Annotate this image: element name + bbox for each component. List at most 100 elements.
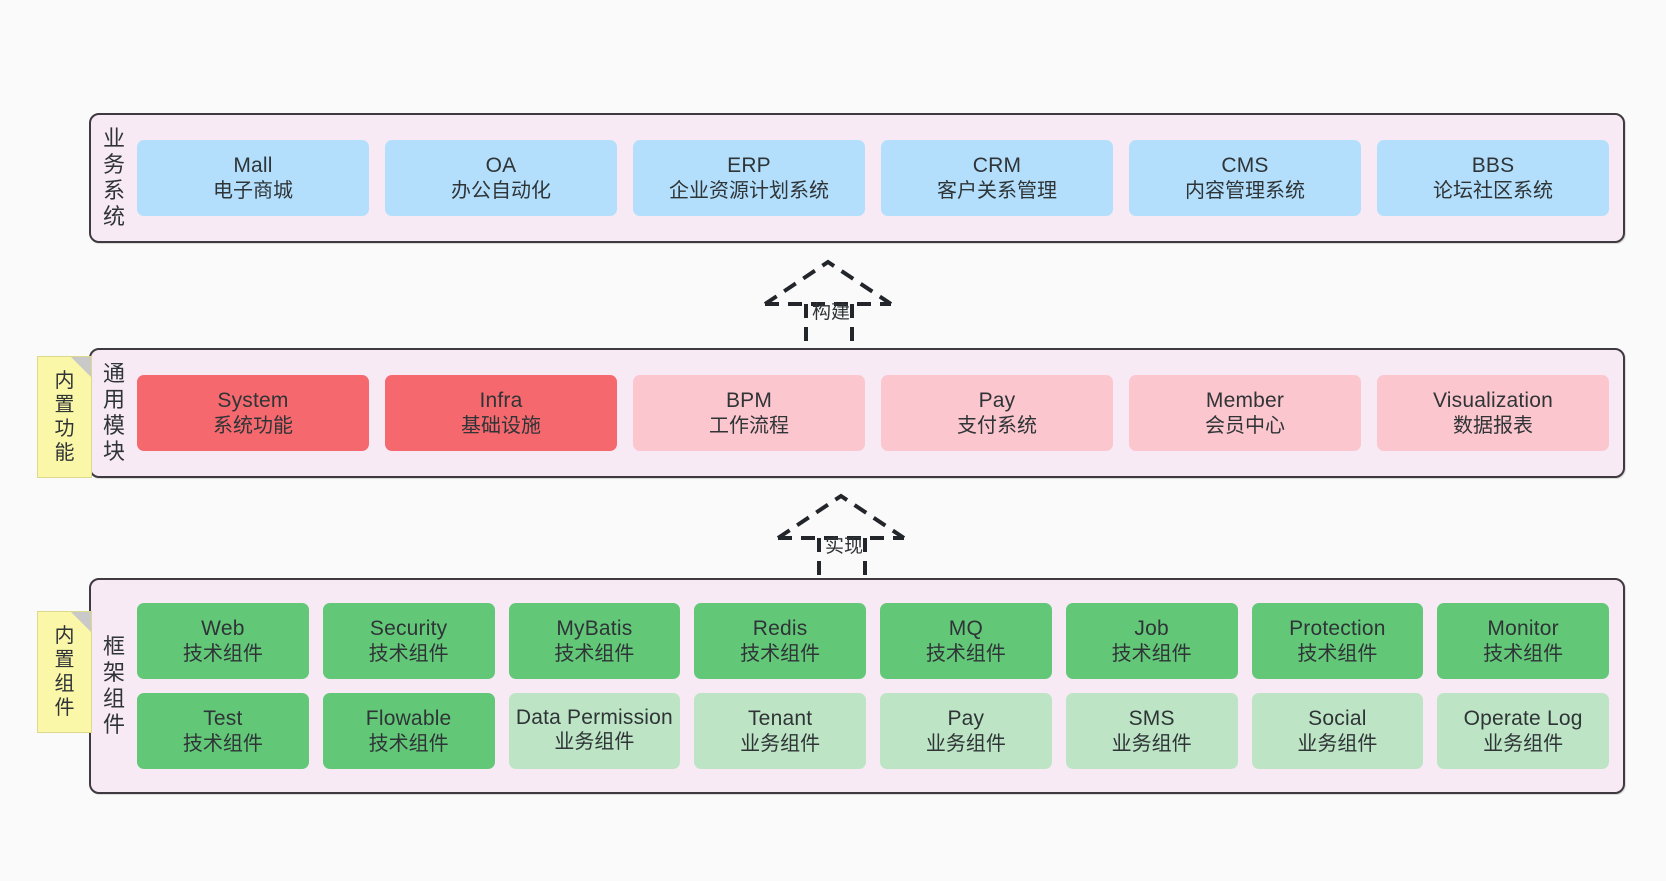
card-subtitle: 企业资源计划系统	[669, 179, 829, 202]
layer-title-business-system: 业 务 系 统	[91, 115, 137, 241]
card-title: CMS	[1221, 154, 1269, 177]
card-title: BBS	[1471, 154, 1515, 177]
card-subtitle: 业务组件	[1111, 732, 1192, 755]
card-system[interactable]: System 系统功能	[137, 375, 369, 451]
card-pay-component[interactable]: Pay 业务组件	[880, 693, 1052, 769]
layer-title-char: 件	[102, 711, 125, 737]
card-title: Test	[203, 707, 243, 730]
note-char: 置	[54, 394, 75, 416]
note-char: 内	[54, 370, 75, 392]
layer-business-system: 业 务 系 统 Mall 电子商城 OA 办公自动化 ERP 企业资源计划系统	[89, 113, 1625, 243]
card-subtitle: 业务组件	[554, 731, 635, 754]
card-web[interactable]: Web 技术组件	[137, 603, 309, 679]
layer-body-framework-component: Web 技术组件 Security 技术组件 MyBatis 技术组件 Redi…	[137, 580, 1623, 792]
note-char: 内	[54, 625, 75, 647]
layer-title-char: 架	[102, 660, 125, 686]
layer-body-business-system: Mall 电子商城 OA 办公自动化 ERP 企业资源计划系统 CRM 客户关系…	[137, 115, 1623, 241]
card-tenant[interactable]: Tenant 业务组件	[694, 693, 866, 769]
card-subtitle: 技术组件	[740, 642, 821, 665]
card-title: BPM	[725, 389, 773, 412]
note-builtin-function: 内 置 功 能	[37, 356, 92, 478]
layer-title-char: 通	[102, 361, 125, 387]
card-title: Monitor	[1487, 617, 1559, 640]
card-title: Flowable	[365, 707, 452, 730]
connector-implement: 实现	[773, 492, 913, 590]
card-bbs[interactable]: BBS 论坛社区系统	[1377, 140, 1609, 216]
card-title: OA	[485, 154, 517, 177]
card-subtitle: 内容管理系统	[1185, 179, 1305, 202]
card-subtitle: 技术组件	[554, 642, 635, 665]
card-subtitle: 会员中心	[1205, 414, 1285, 437]
card-bpm[interactable]: BPM 工作流程	[633, 375, 865, 451]
card-subtitle: 技术组件	[1111, 642, 1192, 665]
card-social[interactable]: Social 业务组件	[1251, 693, 1424, 769]
card-subtitle: 系统功能	[213, 414, 293, 437]
card-subtitle: 论坛社区系统	[1433, 179, 1553, 202]
card-test[interactable]: Test 技术组件	[137, 693, 309, 769]
layer-title-char: 框	[102, 634, 125, 660]
note-fold-icon	[71, 612, 91, 632]
connector-label-implement: 实现	[825, 536, 864, 557]
card-row: Mall 电子商城 OA 办公自动化 ERP 企业资源计划系统 CRM 客户关系…	[137, 140, 1609, 216]
card-sms[interactable]: SMS 业务组件	[1065, 693, 1238, 769]
card-title: Redis	[752, 617, 808, 640]
card-subtitle: 业务组件	[1483, 732, 1564, 755]
card-subtitle: 技术组件	[182, 642, 263, 665]
card-subtitle: 技术组件	[368, 732, 449, 755]
card-oa[interactable]: OA 办公自动化	[385, 140, 617, 216]
layer-body-common-module: System 系统功能 Infra 基础设施 BPM 工作流程 Pay 支付系统…	[137, 350, 1623, 476]
layer-title-char: 模	[102, 413, 125, 438]
layer-title-char: 用	[102, 387, 125, 413]
card-crm[interactable]: CRM 客户关系管理	[881, 140, 1113, 216]
card-subtitle: 技术组件	[182, 732, 263, 755]
card-subtitle: 技术组件	[1483, 642, 1564, 665]
card-mall[interactable]: Mall 电子商城	[137, 140, 369, 216]
card-flowable[interactable]: Flowable 技术组件	[322, 693, 495, 769]
connector-label-build: 构建	[812, 302, 851, 323]
card-member[interactable]: Member 会员中心	[1129, 375, 1361, 451]
card-title: Pay	[978, 389, 1016, 412]
card-subtitle: 业务组件	[740, 732, 821, 755]
card-pay-module[interactable]: Pay 支付系统	[881, 375, 1113, 451]
card-title: Data Permission	[515, 706, 673, 730]
card-monitor[interactable]: Monitor 技术组件	[1437, 603, 1609, 679]
card-title: Security	[369, 617, 448, 640]
card-title: Tenant	[747, 707, 813, 730]
card-erp[interactable]: ERP 企业资源计划系统	[633, 140, 865, 216]
card-title: Job	[1134, 617, 1169, 640]
card-mq[interactable]: MQ 技术组件	[880, 603, 1052, 679]
card-title: CRM	[972, 154, 1022, 177]
connector-build: 构建	[760, 258, 900, 356]
card-title: Social	[1308, 707, 1367, 730]
card-title: Protection	[1289, 617, 1386, 640]
card-redis[interactable]: Redis 技术组件	[694, 603, 866, 679]
card-job[interactable]: Job 技术组件	[1065, 603, 1238, 679]
note-fold-icon	[71, 357, 91, 377]
card-title: Infra	[479, 389, 523, 412]
layer-title-char: 业	[102, 126, 125, 152]
card-subtitle: 技术组件	[368, 642, 449, 665]
card-infra[interactable]: Infra 基础设施	[385, 375, 617, 451]
note-char: 组	[54, 673, 75, 695]
card-data-permission[interactable]: Data Permission 业务组件	[508, 693, 681, 769]
card-row-technical: Web 技术组件 Security 技术组件 MyBatis 技术组件 Redi…	[137, 603, 1609, 679]
note-builtin-component: 内 置 组 件	[37, 611, 92, 733]
card-subtitle: 业务组件	[925, 732, 1006, 755]
layer-title-char: 块	[102, 438, 125, 464]
card-security[interactable]: Security 技术组件	[322, 603, 495, 679]
card-title: Web	[201, 617, 245, 640]
card-title: Visualization	[1432, 389, 1554, 412]
card-row: System 系统功能 Infra 基础设施 BPM 工作流程 Pay 支付系统…	[137, 375, 1609, 451]
card-visualization[interactable]: Visualization 数据报表	[1377, 375, 1609, 451]
card-cms[interactable]: CMS 内容管理系统	[1129, 140, 1361, 216]
card-subtitle: 支付系统	[957, 414, 1037, 437]
card-title: SMS	[1128, 707, 1175, 730]
card-protection[interactable]: Protection 技术组件	[1251, 603, 1424, 679]
card-subtitle: 电子商城	[213, 179, 293, 202]
card-row-business: Test 技术组件 Flowable 技术组件 Data Permission …	[137, 693, 1609, 769]
note-char: 能	[54, 442, 75, 464]
card-subtitle: 业务组件	[1297, 732, 1378, 755]
card-operate-log[interactable]: Operate Log 业务组件	[1437, 693, 1609, 769]
card-mybatis[interactable]: MyBatis 技术组件	[508, 603, 681, 679]
note-char: 功	[54, 418, 75, 440]
